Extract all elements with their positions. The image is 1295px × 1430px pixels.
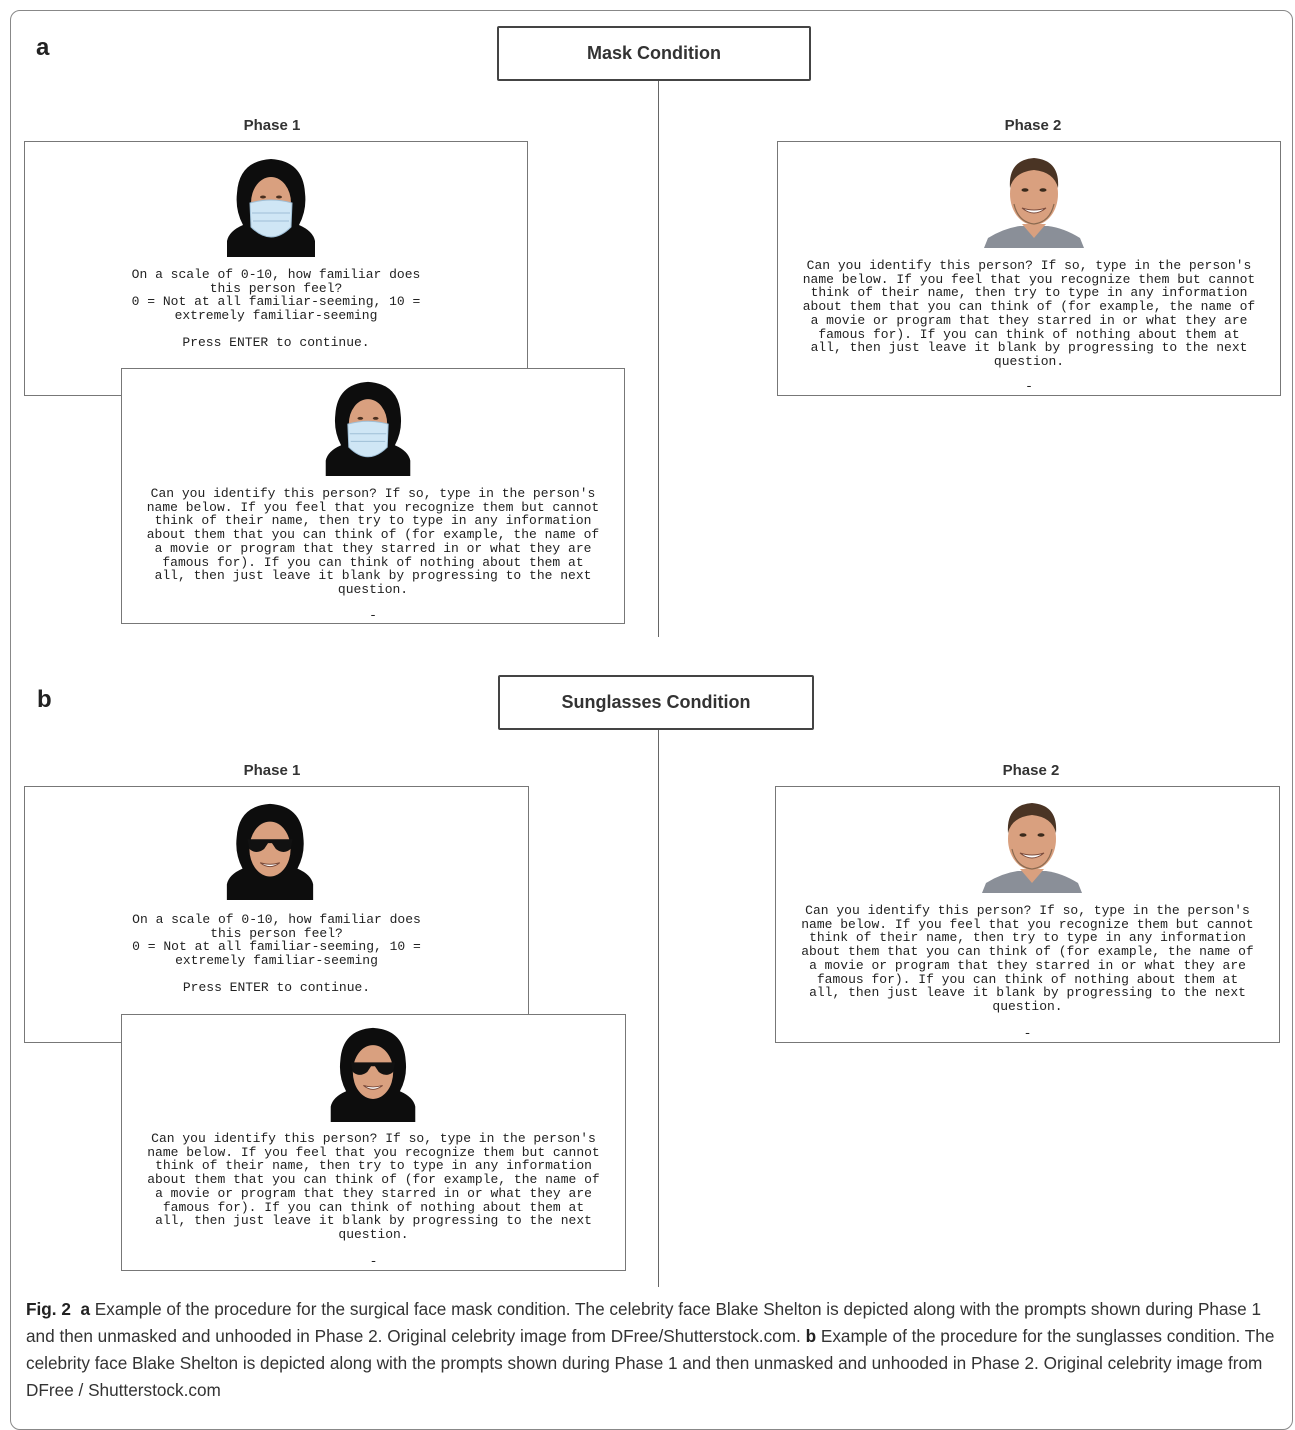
phase1-familiarity-screen: On a scale of 0-10, how familiar does th… — [24, 786, 529, 1043]
phase1-identify-screen: Can you identify this person? If so, typ… — [121, 368, 625, 624]
hooded-sunglasses-face-icon — [226, 803, 314, 900]
phase1-label: Phase 1 — [243, 762, 301, 779]
phase1-familiarity-screen: On a scale of 0-10, how familiar does th… — [24, 141, 528, 396]
caption-a-text: Example of the procedure for the surgica… — [26, 1299, 1262, 1346]
unmasked-face-icon — [982, 803, 1082, 893]
identify-prompt: Can you identify this person? If so, typ… — [802, 258, 1256, 369]
figure-caption: Fig. 2 a Example of the procedure for th… — [26, 1296, 1278, 1404]
caption-b-label: b — [805, 1326, 817, 1346]
answer-input-mark: - — [369, 608, 377, 623]
unmasked-face-icon — [984, 158, 1084, 248]
identify-prompt: Can you identify this person? If so, typ… — [146, 486, 600, 597]
familiarity-prompt: On a scale of 0-10, how familiar does th… — [132, 912, 421, 969]
panel-a-letter: a — [36, 34, 50, 61]
phase1-label: Phase 1 — [243, 117, 301, 134]
hooded-masked-face-icon — [227, 159, 315, 257]
panel-b-letter: b — [37, 686, 52, 713]
caption-b-text: Example of the procedure for the sunglas… — [26, 1326, 1275, 1400]
hooded-sunglasses-face-icon — [330, 1027, 416, 1122]
phase2-label: Phase 2 — [1004, 117, 1062, 134]
answer-input-mark: - — [369, 1254, 378, 1269]
phase2-identify-screen: Can you identify this person? If so, typ… — [777, 141, 1281, 396]
identify-prompt: Can you identify this person? If so, typ… — [801, 903, 1254, 1014]
condition-divider-line — [658, 730, 659, 1287]
sunglasses-condition-box: Sunglasses Condition — [498, 675, 814, 730]
identify-prompt: Can you identify this person? If so, typ… — [147, 1131, 600, 1242]
answer-input-mark: - — [1025, 379, 1033, 394]
continue-prompt: Press ENTER to continue. — [182, 335, 370, 350]
mask-condition-box: Mask Condition — [497, 26, 811, 81]
caption-a-label: a — [80, 1299, 91, 1319]
phase2-label: Phase 2 — [1002, 762, 1060, 779]
condition-divider-line — [658, 81, 659, 637]
familiarity-prompt: On a scale of 0-10, how familiar does th… — [131, 267, 421, 324]
phase1-identify-screen: Can you identify this person? If so, typ… — [121, 1014, 626, 1271]
phase2-identify-screen: Can you identify this person? If so, typ… — [775, 786, 1280, 1043]
answer-input-mark: - — [1023, 1026, 1032, 1041]
continue-prompt: Press ENTER to continue. — [182, 980, 371, 995]
caption-fig-label: Fig. 2 — [26, 1299, 71, 1319]
hooded-masked-face-icon — [325, 381, 411, 476]
